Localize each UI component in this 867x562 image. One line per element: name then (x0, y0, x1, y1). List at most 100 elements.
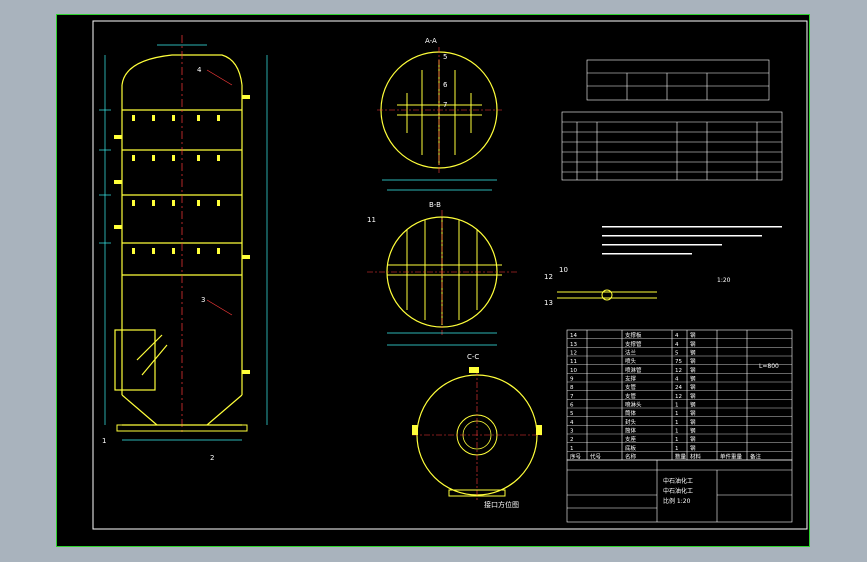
parts-row-qty: 1 (675, 411, 679, 417)
label-part-4: 4 (197, 66, 202, 74)
parts-row-name: 筒体 (625, 409, 637, 417)
parts-header-cell: 材料 (690, 453, 702, 461)
nozzle-orientation-view: C-C 接口方位图 (412, 353, 542, 509)
tech-notes (602, 226, 782, 255)
parts-row-name: 喷淋管 (625, 366, 642, 374)
parts-row-no: 8 (570, 385, 574, 391)
parts-row-qty: 1 (675, 429, 679, 435)
scale-note: 1:20 (717, 277, 731, 284)
label-part-10: 10 (559, 266, 568, 274)
parts-row-material: 钢 (690, 418, 696, 426)
label-part-7: 7 (443, 101, 447, 109)
parts-row-material: 钢 (690, 401, 696, 409)
parts-side-note: L=800 (759, 363, 779, 370)
parts-row-no: 14 (570, 333, 577, 339)
parts-row-no: 12 (570, 351, 577, 357)
parts-row-no: 3 (570, 429, 574, 435)
parts-row-name: 底板 (625, 444, 637, 452)
parts-row-name: 法兰 (625, 349, 637, 357)
parts-row-qty: 1 (675, 420, 679, 426)
parts-row-name: 支撑 (625, 375, 637, 383)
parts-row-material: 钢 (690, 392, 696, 400)
cad-drawing: 4 3 1 2 A-A 5 6 7 (92, 20, 808, 530)
parts-row-material: 钢 (690, 409, 696, 417)
parts-row-name: 支撑板 (625, 331, 642, 339)
tower-nozzles (132, 115, 220, 254)
parts-row-no: 5 (570, 411, 574, 417)
tower-side-nozzles (114, 95, 250, 374)
parts-row-qty: 1 (675, 437, 679, 443)
parts-row-no: 6 (570, 403, 574, 409)
section-c-title: C-C (467, 353, 479, 361)
parts-row-name: 封头 (625, 418, 637, 426)
parts-row-no: 9 (570, 377, 574, 383)
parts-row-qty: 4 (675, 342, 679, 348)
parts-header-cell: 代号 (590, 453, 602, 461)
parts-row-material: 钢 (690, 383, 696, 391)
tower-dimensions (99, 44, 268, 441)
parts-header-cell: 数量 (675, 453, 687, 461)
parts-row-qty: 12 (675, 368, 682, 374)
label-part-2: 2 (210, 454, 214, 462)
parts-row-no: 11 (570, 359, 577, 365)
label-part-5: 5 (443, 53, 447, 61)
detail-nozzle (557, 289, 657, 301)
parts-row-material: 钢 (690, 366, 696, 374)
label-part-3: 3 (201, 296, 205, 304)
parts-row-name: 支管 (625, 392, 637, 400)
section-b-title: B-B (429, 201, 441, 209)
parts-row-no: 10 (570, 368, 577, 374)
parts-row-name: 支撑管 (625, 340, 642, 348)
parts-row-material: 钢 (690, 435, 696, 443)
title-note-1: 中石油化工 (663, 477, 693, 485)
inner-border (92, 20, 808, 530)
parts-row-no: 2 (570, 437, 574, 443)
parts-header-cell: 备注 (750, 453, 762, 461)
parts-row-name: 喷淋头 (625, 401, 642, 409)
parts-row-qty: 1 (675, 446, 679, 452)
title-block (566, 459, 793, 523)
label-part-11: 11 (367, 216, 376, 224)
parts-row-name: 喷头 (625, 357, 637, 365)
parts-row-name: 支管 (625, 383, 637, 391)
title-note-3: 比例 1:20 (663, 497, 691, 505)
drawing-sheet: 4 3 1 2 A-A 5 6 7 (56, 14, 810, 547)
section-a-view: A-A 5 6 7 (377, 37, 502, 191)
parts-row-no: 4 (570, 420, 574, 426)
label-part-13: 13 (544, 299, 553, 307)
parts-row-qty: 75 (675, 359, 682, 365)
tower-base-plate (116, 424, 248, 432)
parts-row-material: 钢 (690, 349, 696, 357)
parts-row-material: 钢 (690, 357, 696, 365)
tech-spec-table (586, 59, 770, 101)
parts-row-no: 1 (570, 446, 574, 452)
label-part-6: 6 (443, 81, 448, 89)
parts-row-material: 钢 (690, 375, 696, 383)
parts-header-cell: 序号 (570, 453, 582, 461)
section-b-view: B-B 11 (367, 201, 517, 346)
section-a-title: A-A (425, 37, 437, 45)
nozzle-view-title: 接口方位图 (484, 500, 519, 509)
tower-elevation (114, 54, 243, 426)
parts-row-material: 钢 (690, 331, 696, 339)
parts-row-qty: 4 (675, 333, 679, 339)
parts-row-material: 钢 (690, 340, 696, 348)
parts-header-cell: 名称 (625, 453, 637, 461)
label-part-1: 1 (102, 437, 106, 445)
parts-row-material: 钢 (690, 427, 696, 435)
title-note-2: 中石油化工 (663, 487, 693, 495)
parts-row-qty: 12 (675, 394, 682, 400)
parts-row-qty: 5 (675, 351, 679, 357)
label-part-12: 12 (544, 273, 553, 281)
parts-row-material: 钢 (690, 444, 696, 452)
parts-row-qty: 1 (675, 403, 679, 409)
parts-row-no: 13 (570, 342, 577, 348)
parts-row-no: 7 (570, 394, 574, 400)
nozzle-table (561, 111, 783, 181)
parts-row-name: 筒体 (625, 427, 637, 435)
parts-row-qty: 24 (675, 385, 682, 391)
parts-header-cell: 单件重量 (720, 453, 743, 461)
parts-row-qty: 4 (675, 377, 679, 383)
parts-row-name: 支座 (625, 435, 637, 443)
